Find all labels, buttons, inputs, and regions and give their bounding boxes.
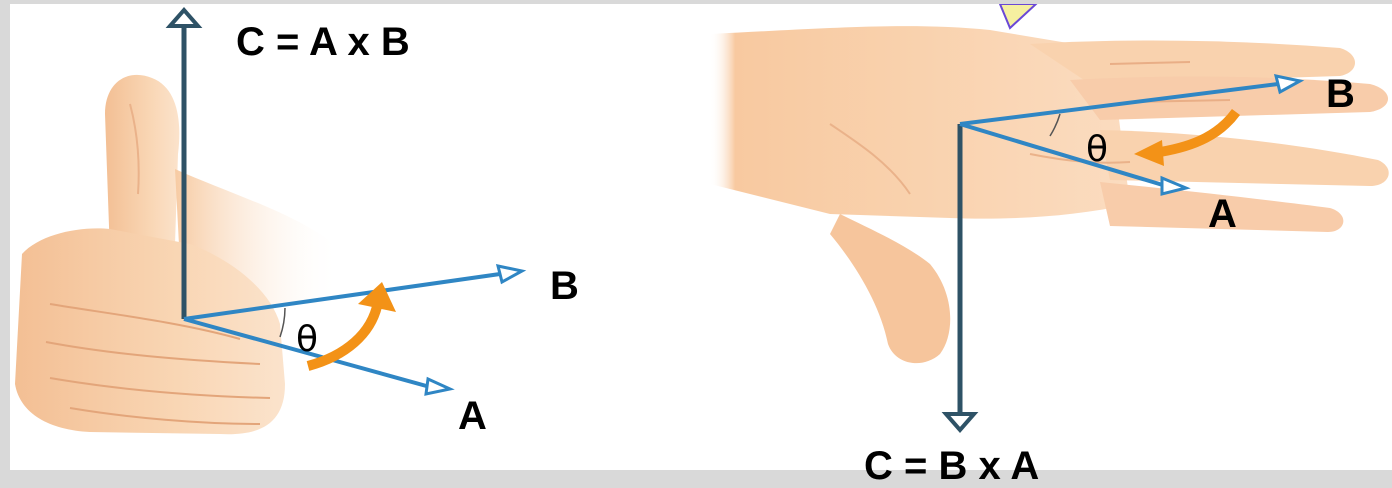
diagram-canvas: C = A x B B A θ B A θ [10, 4, 1392, 470]
vector-c-down [941, 124, 979, 434]
vector-a [959, 122, 1191, 196]
rotation-arrow [306, 282, 396, 371]
vector-a [183, 317, 455, 396]
right-hand-figure [710, 4, 1389, 434]
right-theta-label: θ [1086, 129, 1109, 170]
left-formula-label: C = A x B [236, 20, 410, 64]
angle-arc [279, 307, 286, 338]
right-vector-b-label: B [1326, 72, 1355, 116]
right-formula-label: C = B x A [864, 444, 1040, 488]
right-hand-illustration [710, 26, 1389, 364]
left-hand-figure [15, 6, 527, 435]
rotation-arrow [1134, 108, 1241, 166]
vector-c-up [165, 6, 203, 319]
angle-arc [1049, 113, 1061, 137]
vector-b [959, 74, 1305, 126]
left-vector-a-label: A [458, 394, 487, 438]
vector-b [183, 264, 527, 321]
left-hand-illustration [15, 74, 340, 435]
left-vector-b-label: B [550, 264, 579, 308]
right-vector-a-label: A [1208, 192, 1237, 236]
callout-pointer [998, 4, 1038, 30]
left-theta-label: θ [296, 319, 319, 360]
